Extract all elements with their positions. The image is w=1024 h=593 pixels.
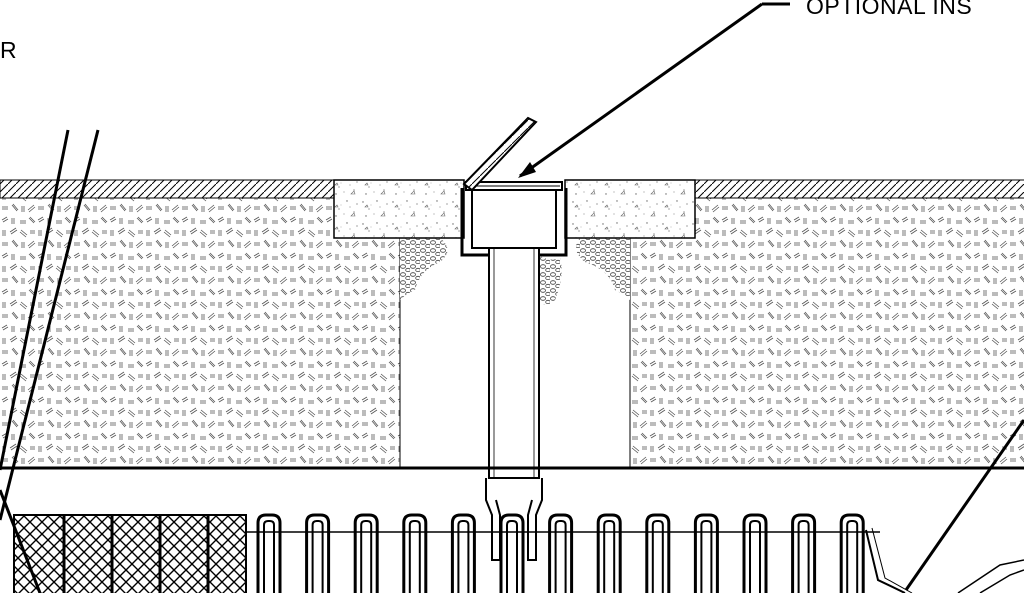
chamber-rib xyxy=(450,513,476,593)
chamber-ribs xyxy=(256,513,865,593)
inspection-port xyxy=(460,181,568,257)
riser-pipe xyxy=(485,247,543,561)
callout-label: OPTIONAL INS xyxy=(806,0,972,19)
concrete-collar xyxy=(333,179,696,239)
left-label-fragment: R xyxy=(0,37,17,63)
chamber-rib xyxy=(693,513,719,593)
chamber-rib xyxy=(791,513,817,593)
left-leader-lines xyxy=(0,129,100,593)
chamber-rib xyxy=(305,513,331,593)
chamber-edge xyxy=(245,527,1024,593)
stone-backfill xyxy=(0,197,1024,468)
inspection-lid xyxy=(462,116,538,192)
right-leader-line xyxy=(904,419,1024,591)
chamber-rib xyxy=(256,513,282,593)
chamber-rib xyxy=(839,513,865,593)
chamber-rib xyxy=(548,513,574,593)
chamber-rib xyxy=(645,513,671,593)
chamber-rib xyxy=(353,513,379,593)
callout-leader xyxy=(518,2,790,178)
chamber-rib xyxy=(499,513,525,593)
chamber-rib xyxy=(596,513,622,593)
chamber-rib xyxy=(742,513,768,593)
gravel-pocket xyxy=(400,238,630,305)
chamber-end-cap xyxy=(13,514,247,593)
chamber-rib xyxy=(402,513,428,593)
